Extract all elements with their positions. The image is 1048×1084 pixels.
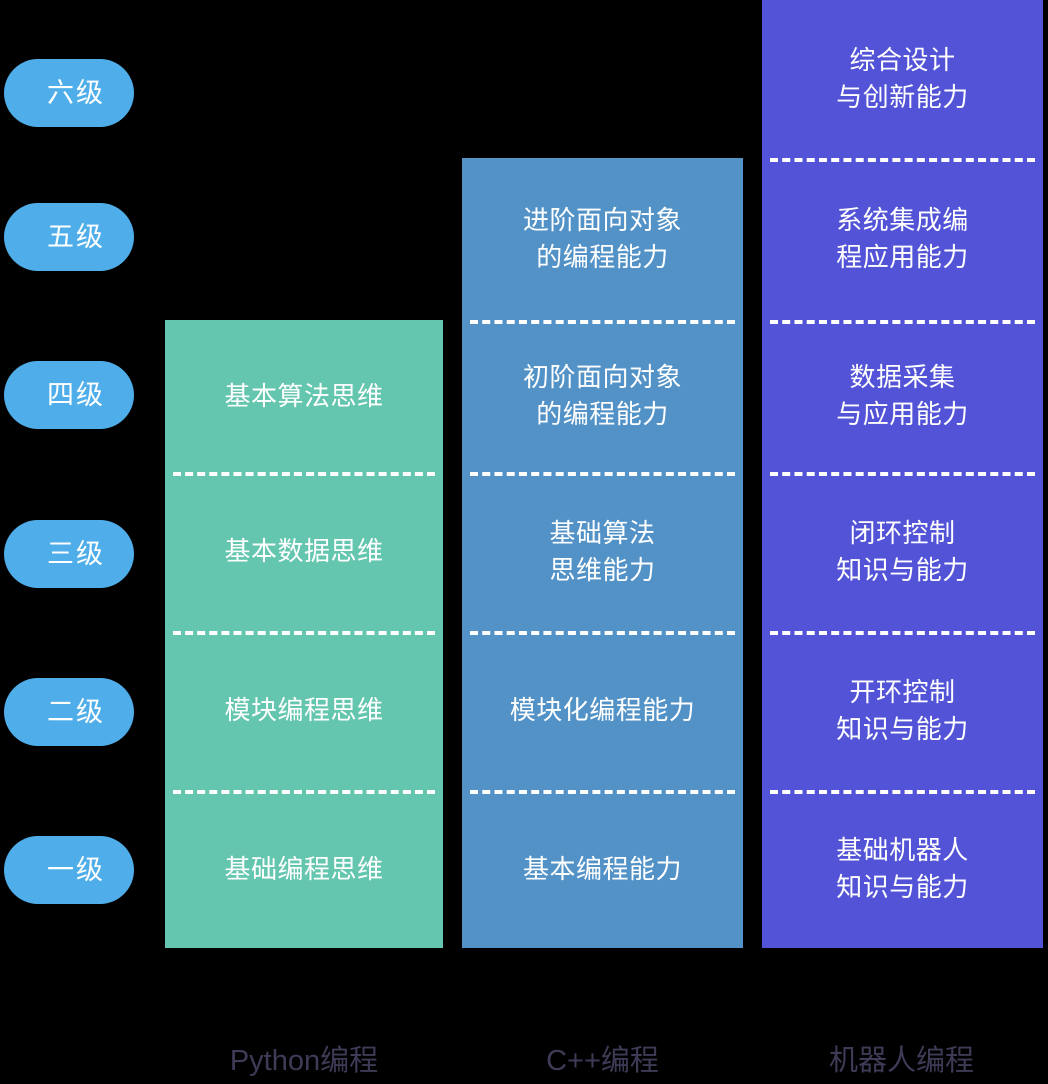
column-robot: 综合设计 与创新能力 系统集成编 程应用能力 数据采集 与应用能力 闭环控制 知… (762, 0, 1043, 948)
level-rail: 六级 五级 四级 三级 二级 一级 (0, 0, 138, 905)
cell-cpp-level4[interactable]: 初阶面向对象 的编程能力 (462, 320, 743, 472)
column-cpp: 进阶面向对象 的编程能力 初阶面向对象 的编程能力 基础算法 思维能力 模块化编… (462, 158, 743, 948)
level-badge-label: 四级 (47, 379, 105, 410)
caption-cpp-label: C++编程 (546, 1044, 659, 1077)
cell-cpp-level1[interactable]: 基本编程能力 (462, 790, 743, 948)
cell-label: 基础机器人 知识与能力 (836, 835, 969, 902)
cell-label: 综合设计 与创新能力 (836, 45, 969, 112)
cell-label: 数据采集 与应用能力 (836, 362, 969, 429)
level-badge-1[interactable]: 一级 (4, 836, 134, 904)
cell-label: 初阶面向对象 的编程能力 (522, 362, 682, 429)
cell-robot-level4[interactable]: 数据采集 与应用能力 (762, 320, 1043, 472)
caption-robot-label: 机器人编程 (828, 1044, 974, 1077)
level-badge-2[interactable]: 二级 (4, 678, 134, 746)
level-badge-label: 一级 (47, 854, 105, 885)
cell-cpp-level3[interactable]: 基础算法 思维能力 (462, 472, 743, 631)
level-badge-4[interactable]: 四级 (4, 361, 134, 429)
level-badge-5[interactable]: 五级 (4, 203, 134, 271)
cell-python-level4[interactable]: 基本算法思维 (165, 320, 443, 472)
cell-python-level3[interactable]: 基本数据思维 (165, 472, 443, 631)
cell-label: 基本编程能力 (522, 853, 682, 884)
cell-robot-level2[interactable]: 开环控制 知识与能力 (762, 631, 1043, 790)
cell-label: 模块编程思维 (224, 695, 384, 726)
level-badge-label: 五级 (47, 221, 105, 252)
level-badge-3[interactable]: 三级 (4, 520, 134, 588)
cell-robot-level3[interactable]: 闭环控制 知识与能力 (762, 472, 1043, 631)
caption-python: Python编程 (165, 1000, 443, 1081)
cell-cpp-level2[interactable]: 模块化编程能力 (462, 631, 743, 790)
caption-cpp: C++编程 (462, 1000, 743, 1081)
cell-robot-level5[interactable]: 系统集成编 程应用能力 (762, 158, 1043, 320)
cell-label: 进阶面向对象 的编程能力 (522, 205, 682, 272)
cell-robot-level6[interactable]: 综合设计 与创新能力 (762, 0, 1043, 158)
cell-robot-level1[interactable]: 基础机器人 知识与能力 (762, 790, 1043, 948)
level-badge-label: 六级 (47, 77, 105, 108)
column-python: 基本算法思维 基本数据思维 模块编程思维 基础编程思维 (165, 320, 443, 948)
cell-cpp-level5[interactable]: 进阶面向对象 的编程能力 (462, 158, 743, 320)
cell-python-level1[interactable]: 基础编程思维 (165, 790, 443, 948)
cell-label: 模块化编程能力 (509, 695, 696, 726)
cell-label: 开环控制 知识与能力 (836, 676, 969, 744)
level-badge-label: 二级 (47, 696, 105, 727)
cell-label: 基本数据思维 (224, 536, 384, 567)
caption-python-label: Python编程 (229, 1044, 379, 1077)
cell-label: 基础编程思维 (224, 853, 384, 884)
caption-robot: 机器人编程 （创客积木/开源硬件） (755, 1000, 1048, 1084)
level-badge-6[interactable]: 六级 (4, 59, 134, 127)
cell-python-level2[interactable]: 模块编程思维 (165, 631, 443, 790)
cell-label: 基础算法 思维能力 (549, 517, 656, 585)
cell-label: 系统集成编 程应用能力 (836, 205, 969, 272)
level-badge-label: 三级 (47, 538, 105, 569)
cell-label: 闭环控制 知识与能力 (836, 517, 969, 585)
cell-label: 基本算法思维 (224, 380, 384, 411)
